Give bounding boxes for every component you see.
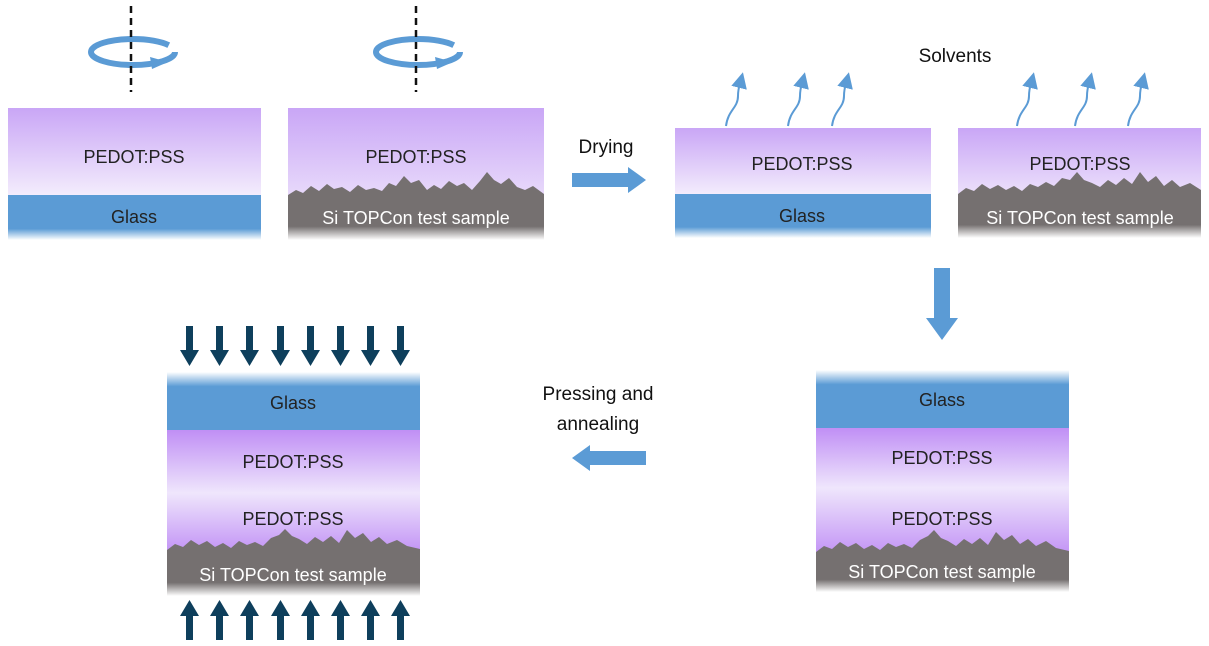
dried-glass-sample: PEDOT:PSS Glass <box>675 72 931 238</box>
spin-rotation-icon <box>88 6 178 92</box>
process-arrow-icon <box>572 167 646 193</box>
solvent-evaporation-arrow-icon <box>725 72 853 127</box>
glass-label: Glass <box>779 206 825 226</box>
glass-substrate <box>8 195 261 240</box>
dried-si-sample: PEDOT:PSS Si TOPCon test sample <box>958 72 1201 238</box>
press-arrow-icon <box>180 326 410 366</box>
pedot-layer <box>8 108 261 195</box>
si-label: Si TOPCon test sample <box>322 208 509 228</box>
pedot-label: PEDOT:PSS <box>891 509 992 529</box>
spin-si-sample: PEDOT:PSS Si TOPCon test sample <box>288 6 544 240</box>
process-arrow-icon <box>926 268 958 340</box>
pressing-label-line1: Pressing and <box>543 384 654 405</box>
drying-label: Drying <box>579 137 634 158</box>
pedot-layer <box>167 430 420 493</box>
si-substrate <box>288 172 544 240</box>
pedot-layer <box>816 428 1069 488</box>
press-arrow-icon <box>180 600 410 640</box>
si-substrate <box>816 530 1069 592</box>
si-label: Si TOPCon test sample <box>848 562 1035 582</box>
spin-glass-sample: PEDOT:PSS Glass <box>8 6 261 240</box>
pressed-sample: Glass PEDOT:PSS PEDOT:PSS Si TOPCon test… <box>167 326 420 640</box>
pressing-label-line2: annealing <box>557 414 639 435</box>
glass-label: Glass <box>270 393 316 413</box>
si-substrate <box>167 529 420 596</box>
pedot-label: PEDOT:PSS <box>751 154 852 174</box>
si-label: Si TOPCon test sample <box>199 565 386 585</box>
pedot-label: PEDOT:PSS <box>242 509 343 529</box>
process-arrow-icon <box>572 445 646 471</box>
si-label: Si TOPCon test sample <box>986 208 1173 228</box>
si-substrate <box>958 172 1201 238</box>
glass-substrate <box>675 194 931 238</box>
pedot-label: PEDOT:PSS <box>83 147 184 167</box>
pedot-label: PEDOT:PSS <box>1029 154 1130 174</box>
glass-label: Glass <box>919 390 965 410</box>
stacked-sample: Glass PEDOT:PSS PEDOT:PSS Si TOPCon test… <box>816 370 1069 592</box>
glass-substrate <box>816 370 1069 428</box>
pedot-label: PEDOT:PSS <box>365 147 466 167</box>
spin-rotation-icon <box>373 6 463 92</box>
pedot-label: PEDOT:PSS <box>891 448 992 468</box>
pedot-layer <box>675 128 931 194</box>
solvents-label: Solvents <box>919 46 992 67</box>
pedot-label: PEDOT:PSS <box>242 452 343 472</box>
glass-substrate <box>167 372 420 430</box>
solvent-evaporation-arrow-icon <box>1016 72 1149 127</box>
glass-label: Glass <box>111 207 157 227</box>
